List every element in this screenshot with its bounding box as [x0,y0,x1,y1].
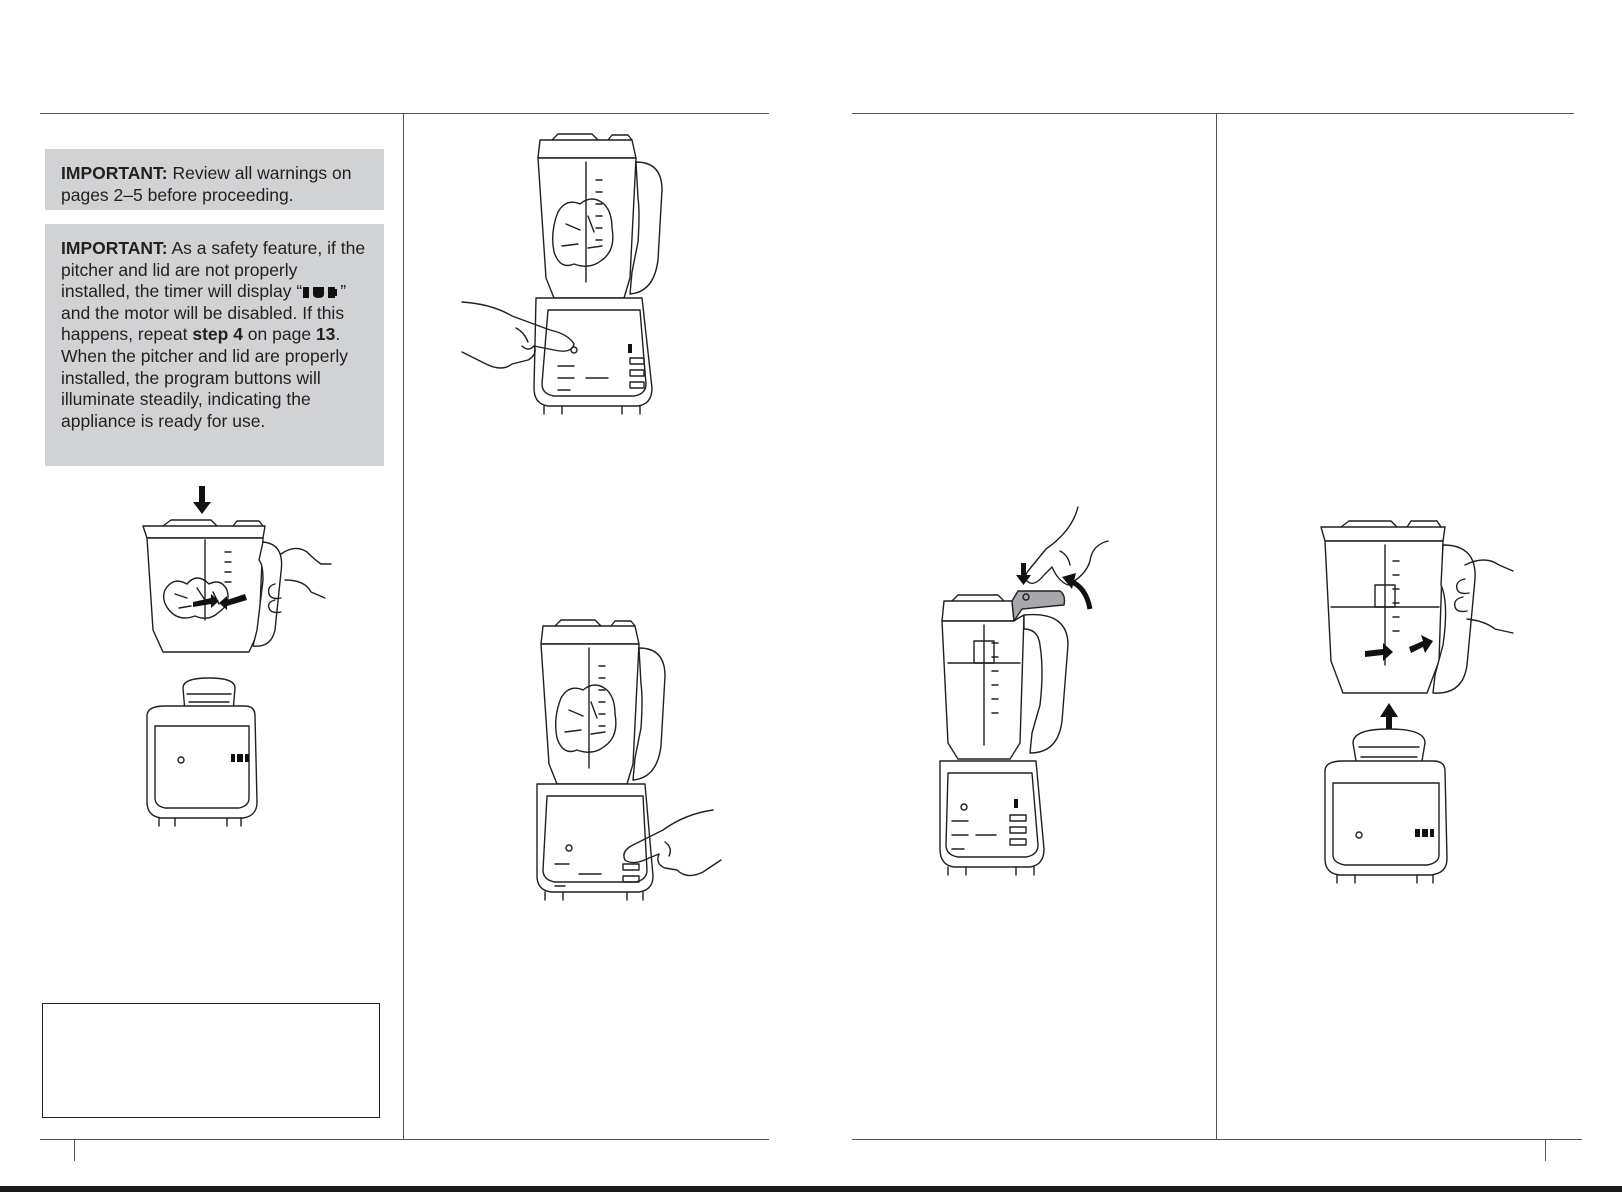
step-reference: step 4 [192,324,243,345]
blank-note-box [42,1003,380,1118]
motor-base-collar [183,678,235,712]
pitcher-handle [1024,615,1068,753]
pitcher-install-illustration [135,486,335,860]
pitcher-removal-illustration [1315,515,1515,905]
hand-icon [624,810,721,876]
pitcher-handle [633,648,665,780]
pitcher-lid [541,626,639,644]
arrow-icon [1016,563,1031,585]
pitcher-body [1325,541,1443,693]
top-rule-left [40,113,769,114]
arrow-icon [1062,573,1090,609]
hand-icon [1455,560,1513,633]
pitcher-body [942,615,1024,759]
safety-text-1: As a safety feature, if the pitcher and … [61,238,366,302]
warnings-text: Review all warnings on pages 2–5 before … [61,163,352,205]
motor-base [1325,761,1447,875]
pitcher-body [538,158,636,298]
safety-text-4: . When the pitcher and lid are properly … [61,324,348,431]
pitcher-lid [1321,527,1445,541]
important-label: IMPORTANT: [61,163,168,183]
motor-base [534,298,652,406]
important-label: IMPORTANT: [61,238,168,258]
pitcher-body [541,644,639,784]
pitcher-lid [942,601,1014,621]
page-tick-right [1545,1139,1546,1161]
lid-release-illustration [940,505,1140,905]
pitcher-handle [630,162,662,294]
page-tick-left [74,1139,75,1161]
pitcher-handle [253,542,282,646]
press-power-illustration [462,132,692,432]
important-safety-callout: IMPORTANT: As a safety feature, if the p… [45,224,384,466]
motor-base [537,784,653,892]
pitcher-lid-display-icon [303,287,338,299]
hand-icon [269,548,331,612]
arrow-icon [1365,635,1433,661]
press-program-illustration [535,618,735,918]
column-divider-right [1216,113,1217,1139]
lid-release-handle [1012,591,1065,621]
arrow-icon [1380,703,1398,733]
safety-text-3: on page [242,324,316,345]
page-reference: 13 [315,324,336,345]
arrow-icon [193,594,247,610]
arrow-icon [193,486,211,514]
bottom-rule-right [852,1139,1582,1140]
top-rule-right [852,113,1574,114]
bottom-rule-left [40,1139,769,1140]
page-bottom-edge [0,1186,1622,1192]
important-warnings-callout: IMPORTANT: Review all warnings on pages … [45,149,384,210]
motor-base [940,761,1044,867]
hand-icon [462,302,574,368]
pitcher-lid [538,140,636,158]
hand-icon [1025,507,1108,585]
column-divider-left [403,113,404,1139]
pitcher-handle [1433,545,1475,693]
safety-text-2: ” and the motor will be disabled. If thi… [61,281,347,345]
motor-base [147,706,257,818]
pitcher-lid [143,526,265,538]
